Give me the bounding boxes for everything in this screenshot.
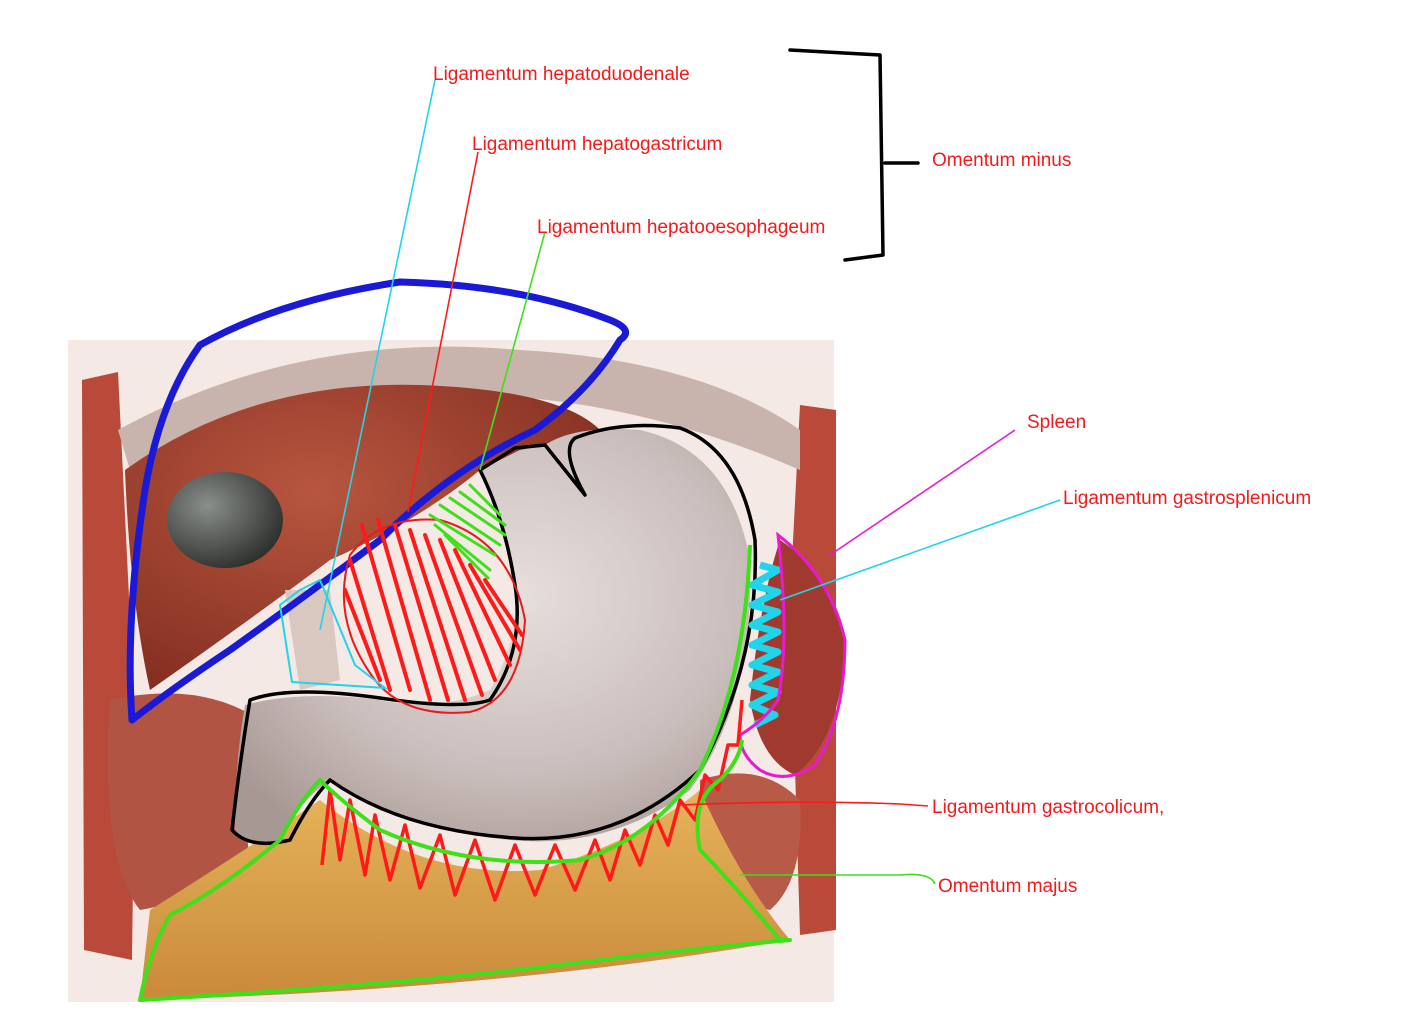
hatch-line	[443, 533, 490, 580]
hatch-line	[468, 563, 522, 652]
gallbladder	[167, 472, 283, 568]
hatch-line	[458, 490, 507, 527]
hatch-line	[343, 588, 382, 682]
hatch-line	[376, 518, 432, 702]
hatch-line	[393, 523, 450, 702]
stomach-outline	[230, 423, 758, 846]
hatch-line	[408, 528, 467, 702]
hepatogastric-hatch	[343, 518, 524, 702]
label-omentum-majus: Omentum majus	[938, 876, 1077, 897]
lesser-curvature-outline	[342, 518, 527, 714]
label-hepatogastricum: Ligamentum hepatogastricum	[472, 134, 722, 155]
label-gastrocolicum: Ligamentum gastrocolicum,	[932, 797, 1164, 818]
hatch-line	[483, 578, 524, 637]
hepatoduodenal-outline	[278, 578, 389, 690]
hepatooesophageal-hatch	[428, 483, 507, 580]
hatch-line	[438, 538, 497, 682]
label-hepatoduodenale: Ligamentum hepatoduodenale	[433, 64, 690, 85]
diaphragm	[118, 346, 800, 470]
hatch-line	[428, 513, 497, 557]
leader-hepatoduodenale	[319, 79, 436, 631]
greater-omentum-outline	[138, 544, 792, 1002]
label-hepatooesophageum: Ligamentum hepatooesophageum	[537, 217, 825, 238]
leader-hepatooesophageum	[479, 231, 546, 471]
leader-hepatogastricum	[407, 151, 479, 513]
duodenum	[285, 590, 340, 690]
label-spleen: Spleen	[1027, 412, 1086, 433]
label-gastrosplenicum: Ligamentum gastrosplenicum	[1063, 488, 1311, 509]
hatch-line	[468, 483, 502, 517]
hatch-line	[360, 523, 412, 692]
gastrosplenic-ligament	[748, 561, 782, 729]
spleen-outline	[738, 531, 847, 778]
hatch-line	[433, 523, 492, 572]
leader-omentum-majus	[740, 873, 936, 885]
hatch-line	[453, 548, 512, 667]
hatch-line	[423, 533, 484, 697]
leader-gastrosplenicum	[779, 499, 1061, 601]
stomach-organ	[235, 429, 751, 844]
hatch-line	[348, 558, 392, 692]
intestines-left	[108, 693, 260, 910]
hatch-line	[448, 496, 507, 537]
omentum-minus-bracket	[788, 48, 920, 262]
leader-spleen	[829, 429, 1016, 556]
leader-gastrocolicum	[679, 801, 929, 807]
label-omentum-minus: Omentum minus	[932, 150, 1071, 171]
greater-omentum-fat	[140, 790, 790, 1000]
liver-outline	[126, 278, 630, 724]
hatch-line	[438, 503, 502, 547]
